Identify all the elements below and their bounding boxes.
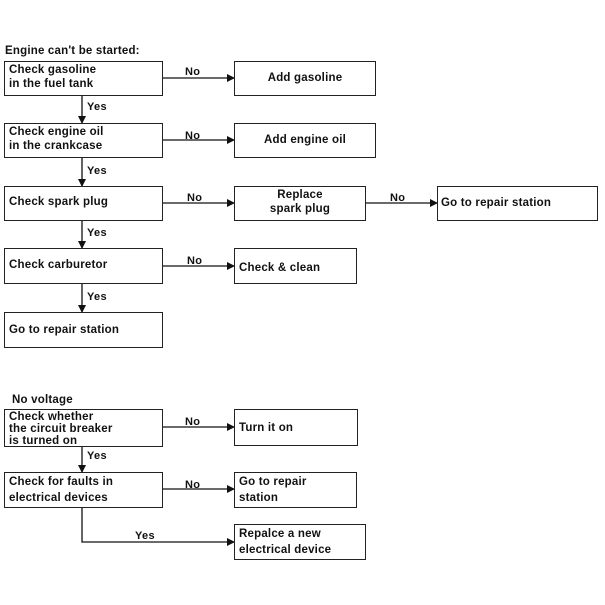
label-yes: Yes — [87, 291, 107, 303]
label-no: No — [185, 130, 201, 142]
label-yes: Yes — [87, 165, 107, 177]
label-yes: Yes — [135, 530, 155, 542]
label-no: No — [187, 192, 203, 204]
box-go-repair-station-2: Go to repair station — [4, 312, 163, 348]
label-no: No — [185, 479, 201, 491]
box-check-clean: Check & clean — [234, 248, 357, 284]
engine-title: Engine can't be started: — [5, 45, 140, 57]
box-check-carburetor: Check carburetor — [4, 248, 163, 284]
box-replace-device: Repalce a new electrical device — [234, 524, 366, 560]
label-no: No — [187, 255, 203, 267]
label-no: No — [185, 416, 201, 428]
box-check-faults: Check for faults in electrical devices — [4, 472, 163, 508]
voltage-title: No voltage — [12, 394, 73, 406]
box-check-gasoline: Check gasoline in the fuel tank — [4, 61, 163, 96]
box-check-breaker: Check whether the circuit breaker is tur… — [4, 409, 163, 447]
box-add-gasoline: Add gasoline — [234, 61, 376, 96]
box-go-repair-station-1: Go to repair station — [437, 186, 598, 221]
box-check-spark-plug: Check spark plug — [4, 186, 163, 221]
label-no: No — [390, 192, 406, 204]
label-yes: Yes — [87, 450, 107, 462]
box-add-engine-oil: Add engine oil — [234, 123, 376, 158]
arrow-yes-replace-device — [81, 507, 235, 546]
label-no: No — [185, 66, 201, 78]
box-replace-spark-plug: Replace spark plug — [234, 186, 366, 221]
label-yes: Yes — [87, 101, 107, 113]
box-go-repair: Go to repair station — [234, 472, 357, 508]
box-check-engine-oil: Check engine oil in the crankcase — [4, 123, 163, 158]
box-turn-on: Turn it on — [234, 409, 358, 446]
label-yes: Yes — [87, 227, 107, 239]
